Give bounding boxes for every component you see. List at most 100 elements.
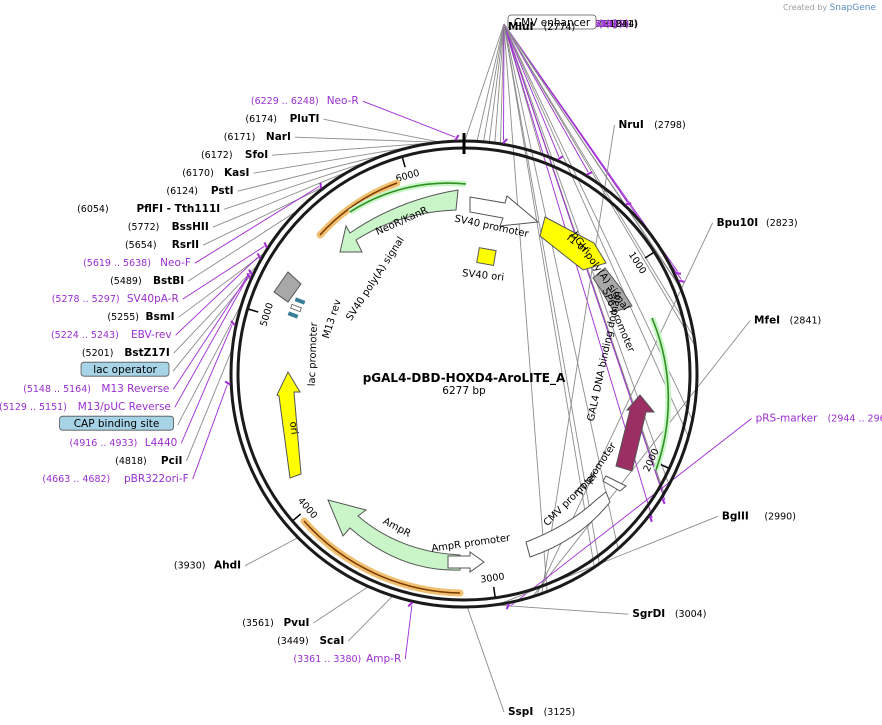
primer-sv40pa-r[interactable]: SV40pA-R (5278 .. 5297) [52,293,179,305]
enzyme-position: (3125) [544,707,576,718]
leader-pbr322ori-f [192,384,228,480]
enzyme-scai[interactable]: ScaI(3449) [277,635,344,647]
primer-pbr322ori-f[interactable]: pBR322ori-F(4663 .. 4682) [42,473,188,485]
primer-prs-marker[interactable]: pRS-marker (2944 .. 2963) [756,412,882,424]
enzyme-sgrdi[interactable]: SgrDI(3004) [632,608,706,620]
enzyme-position: (4818) [115,456,147,467]
enzyme-pluti[interactable]: PluTI(6174) [245,113,319,125]
feature-box-cmv-enhancer[interactable]: CMV enhancer [507,14,597,30]
leader-nari [294,136,440,143]
enzyme-mfei[interactable]: MfeI(2841) [754,315,821,327]
leader-bseri [499,23,505,144]
enzyme-kasi[interactable]: KasI(6170) [182,167,249,179]
enzyme-bglii[interactable]: BglII (2990) [722,510,796,522]
enzyme-position: (2774) [544,22,576,33]
enzyme-bstz17i[interactable]: BstZ17I(5201) [82,347,170,359]
primer-range: (6229 .. 6248) [251,96,319,107]
enzyme-name: BglII [722,510,749,522]
primer-range: (5278 .. 5297) [52,294,120,305]
gal4-orf-green-line [651,317,670,471]
leader-bstbi [187,209,299,282]
leader-bsshii [212,169,352,228]
tick-label-5000: 5000 [258,302,276,328]
enzyme-bpu10i[interactable]: Bpu10I(2823) [717,217,798,229]
enzyme-mlui[interactable]: MluI(2774) [508,21,575,33]
gal4-dbd-label: GAL4 DNA binding domain [586,290,624,422]
tick-label-1000: 1000 [626,250,648,276]
enzyme-pcii[interactable]: PciI (4818) [115,455,182,467]
tick-1000 [644,251,654,259]
leader-nrui [541,124,615,594]
primer-site-pbabe-3 [557,155,564,161]
enzyme-name: PciI [161,455,182,467]
enzyme-position: (2798) [654,120,686,131]
primer-m13-reverse[interactable]: M13 Reverse(5148 .. 5164) [23,383,169,395]
feature-box-label: lac operator [93,364,157,376]
primer-name: M13/pUC Reverse [78,401,171,413]
primer-range: (5148 .. 5164) [23,384,91,395]
enzyme-bstbi[interactable]: BstBI (5489) [110,275,184,287]
snapgene-credit: Created by SnapGene [783,3,876,13]
primer-name: pRS-marker [756,412,819,424]
primer-range: (2944 .. 2963) [828,413,882,424]
primer-site-bgh-rev [674,271,682,275]
enzyme-nrui[interactable]: NruI(2798) [618,119,685,131]
enzyme-position: (6174) [245,114,277,125]
enzyme-psti[interactable]: PstI (6124) [166,185,233,197]
primer-amp-r[interactable]: Amp-R(3361 .. 3380) [293,653,401,665]
leader-prs-marker [509,418,752,607]
enzyme-position: (5489) [110,276,142,287]
enzyme-sspi[interactable]: SspI (3125) [508,706,575,718]
primer-site-cmv-f [648,515,653,523]
feature-box-bg [80,361,170,377]
enzyme-bsmi[interactable]: BsmI(5255) [107,311,174,323]
m13-rev-mark [290,303,302,313]
enzyme-bsshii[interactable]: BssHII (5772) [128,221,209,233]
primer-site-amp-r [407,601,414,608]
primer-neo-r[interactable]: Neo-R(6229 .. 6248) [251,95,359,107]
enzyme-position: (6054) [77,204,109,215]
enzyme-name: SfoI [245,149,268,161]
plasmid-size: 6277 bp [442,385,486,397]
primer-l4440[interactable]: L4440(4916 .. 4933) [69,437,177,449]
enzyme-position: (5772) [128,222,160,233]
lac-operator-mark [294,297,306,305]
feature-box-cap-binding-site[interactable]: CAP binding site [59,415,174,431]
enzyme-ahdi[interactable]: AhdI(3930) [174,560,241,572]
sv40-ori-box [476,247,497,267]
primer-name: SV40pA-R [127,293,179,305]
enzyme-pflfi-tth111i[interactable]: PflFI - Tth111I(6054) [77,203,220,215]
enzyme-name: SspI [508,706,533,718]
primer-neo-f[interactable]: Neo-F(5619 .. 5638) [83,257,191,269]
primer-range: (5224 .. 5243) [51,330,119,341]
enzyme-rsrii[interactable]: RsrII(5654) [125,239,199,251]
enzyme-position: (6170) [182,168,214,179]
enzyme-position: (334) [613,19,639,30]
leader-sspi [466,606,505,713]
feature-box-lac-operator[interactable]: lac operator [80,361,170,377]
ampr-orf-line [303,520,461,594]
bgh-polya-block [592,267,633,313]
feature-box-label: CAP binding site [74,418,160,430]
leader-stui [494,23,505,144]
tick-label-4000: 4000 [295,496,319,522]
tick-3000 [492,586,496,597]
enzyme-position: (6124) [166,186,198,197]
enzyme-name: BssHII [172,221,209,233]
leader-sfoi [272,141,440,156]
gal4-dbd-arrow [615,394,656,472]
enzyme-pvui[interactable]: PvuI(3561) [242,617,309,629]
enzyme-position: (3004) [675,609,707,620]
enzyme-name: BstBI [153,275,184,287]
enzyme-nari[interactable]: NarI(6171) [224,131,291,143]
leader-snabi [503,23,619,549]
primer-m13-puc-reverse[interactable]: M13/pUC Reverse(5129 .. 5151) [0,401,171,413]
neor-orf-green-line [349,182,467,213]
enzyme-position: (6172) [201,150,233,161]
enzyme-name: PstI [211,185,234,197]
enzyme-sfoi[interactable]: SfoI (6172) [201,149,268,161]
enzyme-position: (2990) [764,511,796,522]
ampr-arrow [327,499,461,571]
primer-name: EBV-rev [131,329,172,341]
primer-ebv-rev[interactable]: EBV-rev (5224 .. 5243) [51,329,172,341]
